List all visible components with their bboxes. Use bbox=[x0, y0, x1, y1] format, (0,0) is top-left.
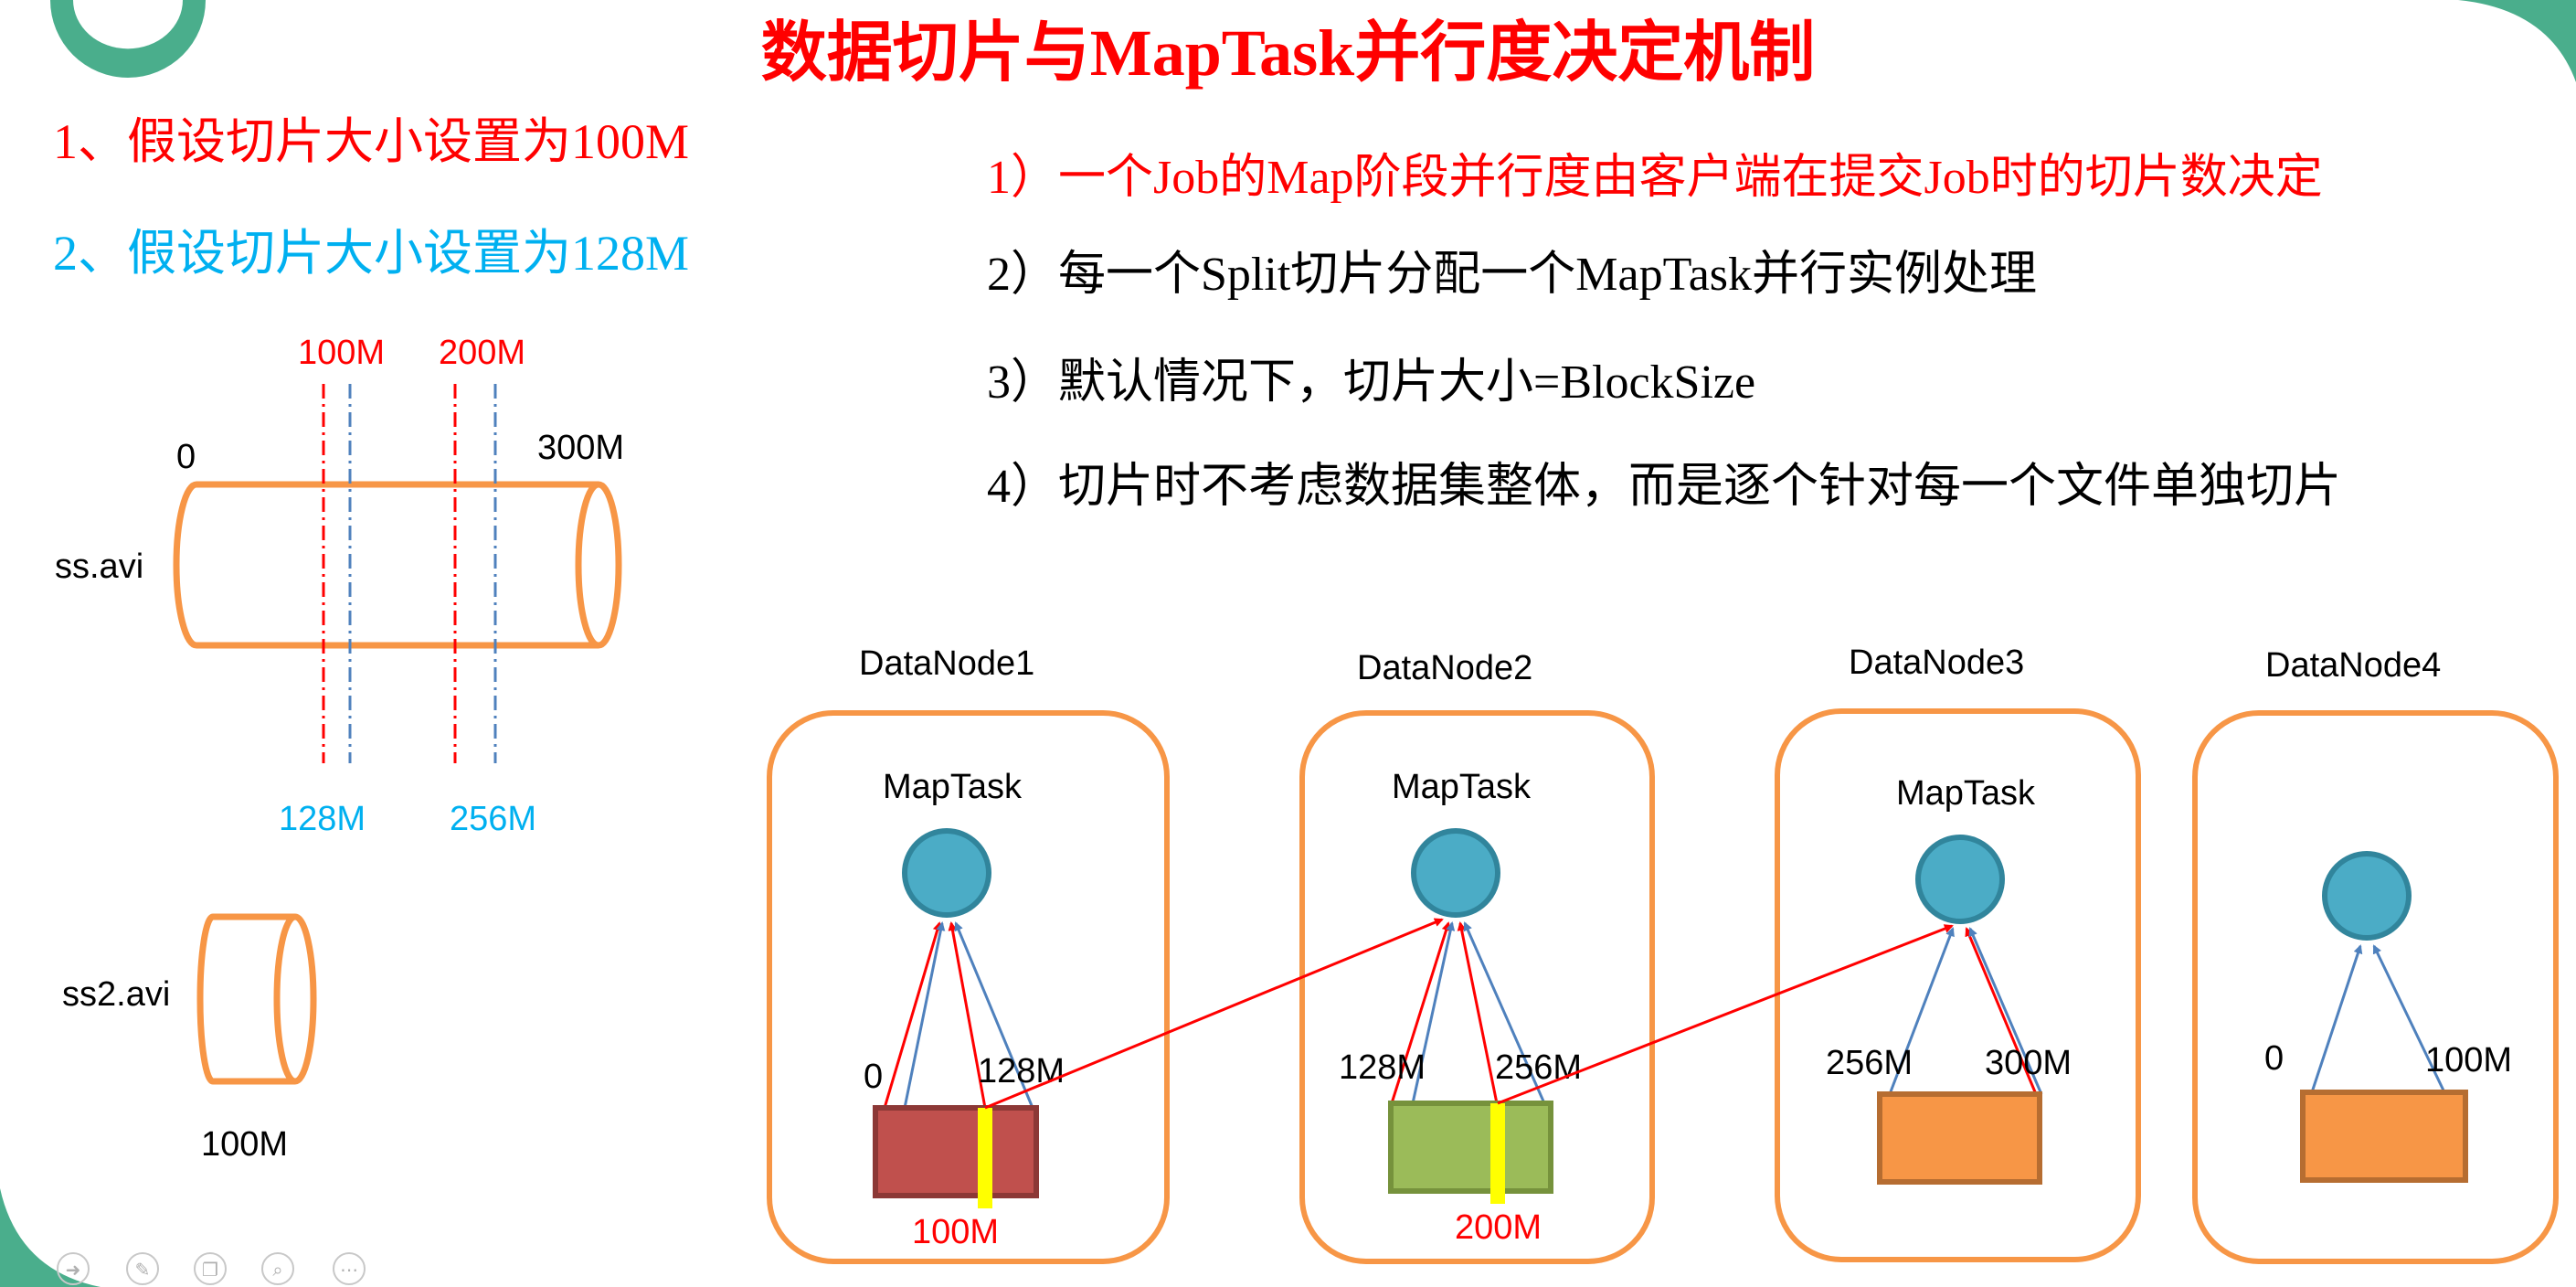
file-ss-cylinder bbox=[173, 481, 622, 649]
setting-128m: 2、假设切片大小设置为128M bbox=[53, 226, 690, 281]
cut-label-128m: 128M bbox=[279, 800, 366, 838]
datanode-2-maptask-icon bbox=[1411, 828, 1500, 918]
datanode-4-maptask-icon bbox=[2322, 851, 2412, 941]
corner-decoration-top-right bbox=[2458, 0, 2576, 82]
datanode-1-block bbox=[873, 1105, 1039, 1198]
rule-1: 1）一个Job的Map阶段并行度由客户端在提交Job时的切片数决定 bbox=[987, 152, 2323, 204]
datanode-1-label: DataNode1 bbox=[859, 644, 1034, 683]
corner-decoration-bottom-left bbox=[0, 1188, 101, 1287]
rule-2: 2）每一个Split切片分配一个MapTask并行实例处理 bbox=[987, 249, 2038, 301]
cut-label-256m: 256M bbox=[450, 800, 536, 838]
datanode-4-range-end: 100M bbox=[2425, 1041, 2512, 1080]
datanode-1-range-start: 0 bbox=[864, 1058, 883, 1096]
datanode-2-block bbox=[1388, 1101, 1553, 1194]
datanode-1-range-end: 128M bbox=[978, 1052, 1065, 1090]
datanode-3-maptask-icon bbox=[1915, 835, 2005, 924]
datanode-3-maptask-label: MapTask bbox=[1896, 774, 2036, 813]
datanode-4-block bbox=[2300, 1090, 2468, 1183]
file-ss2-label: ss2.avi bbox=[62, 975, 170, 1014]
datanode-1-split-marker bbox=[978, 1108, 992, 1208]
file-ss-label: ss.avi bbox=[55, 548, 143, 586]
copy-icon[interactable]: ❐ bbox=[194, 1252, 227, 1285]
zoom-icon[interactable]: ⌕ bbox=[261, 1252, 294, 1285]
cut-label-100m: 100M bbox=[298, 334, 385, 372]
datanode-1-split-label: 100M bbox=[912, 1213, 999, 1251]
rule-3: 3）默认情况下，切片大小=BlockSize bbox=[987, 356, 1756, 409]
datanode-2-maptask-label: MapTask bbox=[1392, 768, 1532, 806]
datanode-2-split-label: 200M bbox=[1455, 1208, 1542, 1247]
corner-decoration-top-left bbox=[50, 0, 206, 78]
datanode-2-range-start: 128M bbox=[1339, 1048, 1426, 1087]
datanode-3-range-start: 256M bbox=[1826, 1044, 1913, 1082]
cut-lines bbox=[322, 384, 497, 763]
datanode-1: DataNode1 MapTask 0 128M 100M bbox=[767, 644, 1170, 1264]
datanode-3: DataNode3 MapTask 256M 300M bbox=[1775, 644, 2141, 1262]
datanode-1-maptask-icon bbox=[902, 828, 991, 918]
more-icon[interactable]: ⋯ bbox=[333, 1252, 366, 1285]
file-ss2-cylinder bbox=[196, 913, 317, 1085]
split-arrow-2 bbox=[1497, 924, 1954, 1105]
datanode-2-label: DataNode2 bbox=[1357, 649, 1532, 687]
file-ss-start: 0 bbox=[176, 438, 196, 476]
cut-label-200m: 200M bbox=[439, 334, 525, 372]
datanode-3-block bbox=[1877, 1091, 2042, 1185]
datanode-2-split-marker bbox=[1490, 1103, 1505, 1204]
file-ss2-size: 100M bbox=[201, 1125, 288, 1164]
datanode-1-maptask-label: MapTask bbox=[883, 768, 1023, 806]
cross-node-arrows bbox=[984, 918, 1954, 1110]
file-ss-end: 300M bbox=[537, 429, 624, 467]
datanode-4-range-start: 0 bbox=[2264, 1039, 2284, 1078]
arrow-icon[interactable]: ➜ bbox=[57, 1252, 90, 1285]
datanode-4-label: DataNode4 bbox=[2265, 646, 2441, 685]
datanode-3-label: DataNode3 bbox=[1849, 644, 2024, 682]
slide-title: 数据切片与MapTask并行度决定机制 bbox=[760, 16, 1816, 90]
split-arrow-1 bbox=[984, 918, 1444, 1110]
datanode-3-range-end: 300M bbox=[1985, 1044, 2072, 1082]
datanode-4: DataNode4 0 100M bbox=[2192, 646, 2559, 1264]
pen-icon[interactable]: ✎ bbox=[126, 1252, 159, 1285]
datanode-2: DataNode2 MapTask 128M 256M 200M bbox=[1299, 649, 1655, 1264]
datanode-2-range-end: 256M bbox=[1495, 1048, 1582, 1087]
setting-100m: 1、假设切片大小设置为100M bbox=[53, 114, 690, 169]
rule-4: 4）切片时不考虑数据集整体，而是逐个针对每一个文件单独切片 bbox=[987, 461, 2342, 513]
